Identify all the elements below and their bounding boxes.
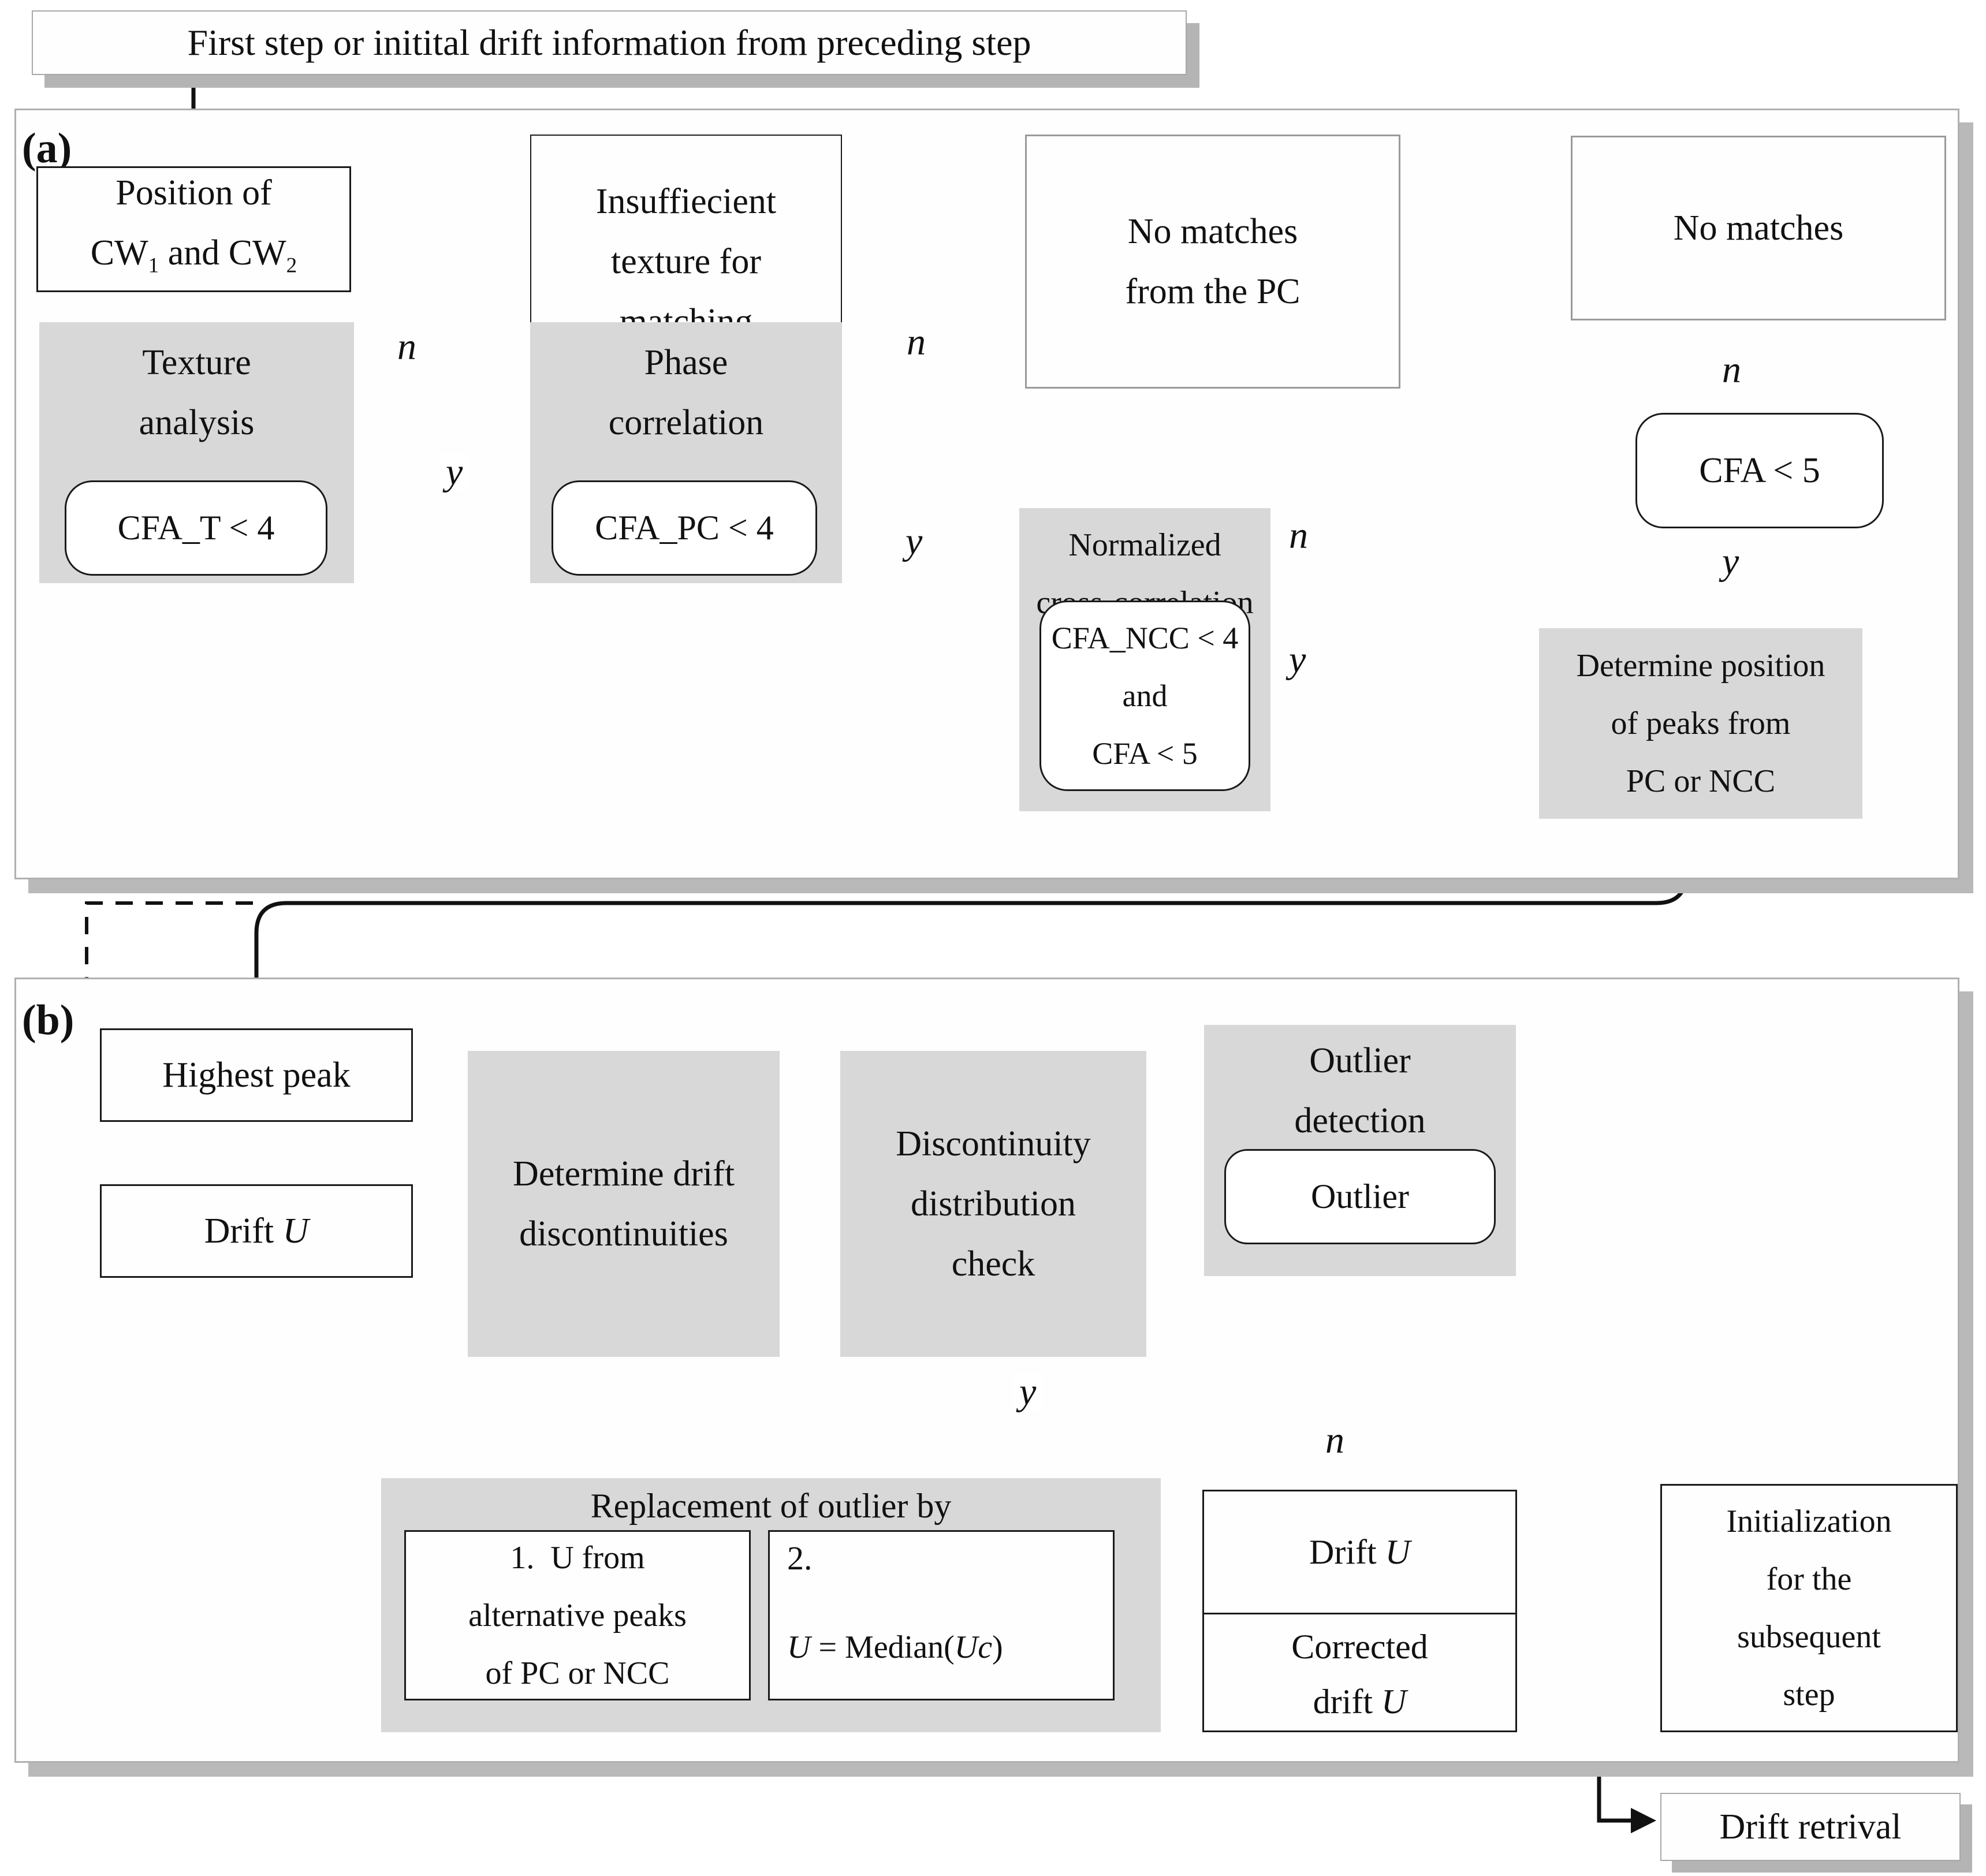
option1-line1: 1. U from [510,1539,645,1576]
position-line1: Position of [115,173,272,212]
label-y-phase: y [906,520,923,562]
result-top-cell: Drift U [1309,1532,1410,1571]
line-panel-a-to-b [254,814,1689,1005]
outlier-det-line1: Outlier [1309,1041,1411,1080]
init-line3: subsequent [1737,1619,1881,1655]
replacement-box: Replacement of outlier by 1. U from alte… [381,1478,1161,1732]
title-box: First step or initital drift information… [32,10,1187,75]
label-n-phase: n [907,321,926,363]
dist-check-line2: distribution [911,1184,1076,1224]
determine-peaks-line3: PC or NCC [1626,763,1776,799]
result-bottom-cell: Corrected drift U [1204,1613,1515,1734]
drift-u-text: Drift U [204,1211,309,1251]
option1-line2: alternative peaks [468,1597,687,1633]
dist-check-line3: check [951,1244,1035,1284]
dist-check-line1: Discontinuity [896,1124,1091,1163]
no-matches-pc-line2: from the PC [1125,272,1301,311]
title-text: First step or initital drift information… [187,22,1031,63]
init-line2: for the [1766,1561,1852,1597]
ncc-cond2: and [1122,678,1168,713]
drift-retrieval-box: Drift retrival [1660,1793,1961,1861]
phase-line2: correlation [608,403,764,442]
no-matches-pc-box: No matches from the PC [1025,135,1400,389]
position-line2: CW1 and CW2 [90,233,297,278]
replacement-option1: 1. U from alternative peaks of PC or NCC [404,1530,751,1700]
outlier-det-line2: detection [1294,1101,1426,1140]
ncc-line1: Normalized [1068,527,1221,563]
phase-line1: Phase [644,343,728,382]
result-bottom-line2: drift U [1313,1682,1407,1721]
ncc-box: Normalized cross-correlation CFA_NCC < 4… [1019,508,1270,811]
highest-peak-box: Highest peak [100,1028,413,1122]
initialization-box: Initialization for the subsequent step [1660,1484,1958,1732]
label-n-ncc: n [1289,514,1308,557]
label-y-outlier: y [1014,1373,1042,1411]
phase-correlation-box: Phase correlation CFA_PC < 4 [530,322,842,583]
arrowhead-right-retrieval [1631,1808,1656,1833]
det-drift-line1: Determine drift [513,1154,735,1194]
replacement-header: Replacement of outlier by [590,1487,952,1525]
result-bottom-line1: Corrected [1291,1627,1428,1666]
no-matches-line1: No matches [1673,208,1844,248]
insufficient-line2: texture for [611,242,761,281]
label-n-texture: n [397,326,416,368]
texture-line2: analysis [139,403,255,442]
label-y-ncc: y [1289,639,1306,681]
result-box: Drift U Corrected drift U [1202,1490,1517,1732]
panel-a-tag: (a) [22,125,72,172]
determine-peaks-box: Determine position of peaks from PC or N… [1539,628,1862,819]
no-matches-box: No matches [1571,136,1946,320]
det-drift-line2: discontinuities [519,1214,728,1254]
option1-line3: of PC or NCC [485,1655,670,1691]
cfa5-box: CFA < 5 [1635,413,1884,528]
panel-b-tag: (b) [22,997,74,1044]
cfa-t-condition: CFA_T < 4 [65,480,327,576]
init-line1: Initialization [1726,1504,1892,1539]
option2-num: 2. [787,1539,813,1577]
replacement-option2: 2. U = Median(Uc) [768,1530,1115,1700]
label-n-cfa5: n [1722,349,1741,391]
ncc-cond1: CFA_NCC < 4 [1051,621,1239,655]
cfa-pc-condition: CFA_PC < 4 [552,480,817,576]
determine-peaks-line1: Determine position [1576,648,1825,684]
determine-drift-box: Determine drift discontinuities [468,1051,780,1357]
ncc-cond3: CFA < 5 [1092,736,1198,771]
cfa-ncc-condition: CFA_NCC < 4 and CFA < 5 [1039,601,1250,791]
determine-peaks-line2: of peaks from [1611,706,1791,741]
no-matches-pc-line1: No matches [1127,212,1298,251]
drift-u-box: Drift U [100,1184,413,1278]
init-line4: step [1783,1677,1835,1713]
outlier-detection-box: Outlier detection Outlier [1204,1025,1516,1276]
texture-line1: Texture [142,343,251,382]
label-y-texture: y [440,453,469,491]
texture-analysis-box: Texture analysis CFA_T < 4 [39,322,354,583]
outlier-condition: Outlier [1224,1149,1496,1244]
label-y-cfa5: y [1722,540,1739,583]
distribution-check-box: Discontinuity distribution check [840,1051,1146,1357]
position-box: Position of CW1 and CW2 [36,166,351,292]
insufficient-line1: Insuffiecient [595,182,777,221]
option2-equation: U = Median(Uc) [787,1629,1003,1665]
label-n-outlier: n [1325,1419,1344,1461]
